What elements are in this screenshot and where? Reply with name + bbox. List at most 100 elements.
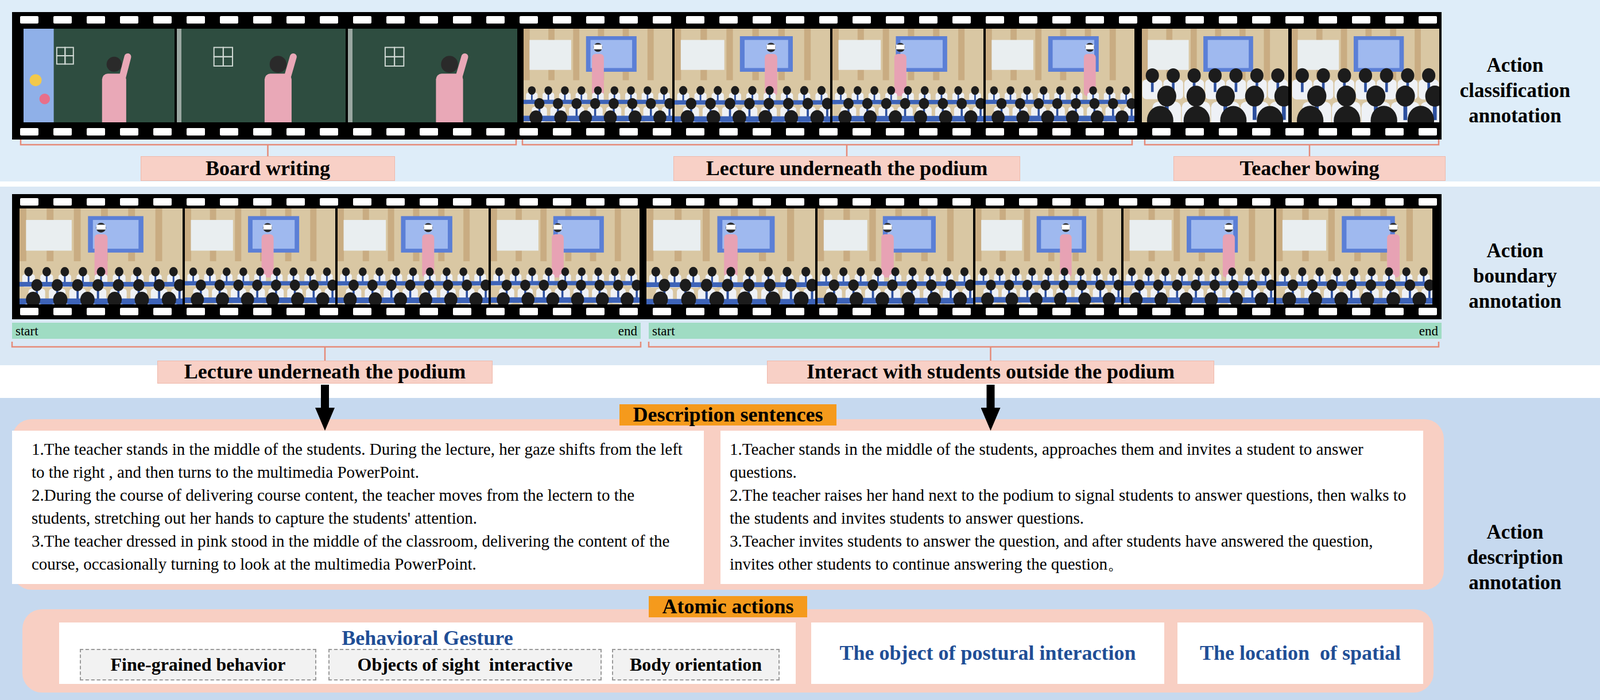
film-perforation: [119, 307, 139, 316]
screen-content: [744, 40, 789, 69]
student-body: [837, 273, 850, 286]
student-tie: [1164, 104, 1169, 120]
segment-bracket: [12, 341, 641, 361]
film-perforation: [1118, 128, 1138, 136]
film-perforation: [1318, 307, 1338, 316]
teacher-body: [591, 53, 604, 96]
film-perforation: [852, 128, 871, 136]
curtain: [1141, 28, 1149, 81]
student-tie: [1281, 104, 1286, 120]
student-tie: [1248, 274, 1250, 282]
student-body: [237, 303, 258, 305]
student-tie: [514, 274, 517, 282]
film-perforation: [885, 307, 905, 316]
student-body: [950, 303, 971, 305]
student-head: [1424, 279, 1433, 291]
face-mask: [882, 224, 892, 230]
student-head: [222, 267, 231, 277]
student-body: [525, 121, 546, 123]
whiteboard: [1147, 40, 1189, 71]
student-tie: [579, 289, 583, 298]
student-tie: [767, 108, 770, 118]
student-head: [343, 292, 357, 305]
film-perforation: [119, 198, 139, 206]
face-mask: [1085, 44, 1095, 50]
film-perforation: [419, 198, 439, 206]
curtain: [128, 208, 135, 262]
screen-content: [1207, 40, 1249, 69]
teacher-body: [1059, 234, 1072, 278]
student-body: [826, 288, 843, 305]
student-body: [780, 274, 794, 288]
student-tie: [199, 289, 203, 298]
student-head: [996, 267, 1004, 277]
video-frame: [1291, 28, 1440, 123]
student-head: [272, 267, 281, 277]
film-perforation: [353, 307, 372, 316]
student-body: [1037, 288, 1053, 304]
student-head: [643, 86, 652, 95]
student-body: [1126, 303, 1147, 305]
student-body: [1226, 273, 1238, 286]
student-head: [901, 292, 916, 305]
action-label: Lecture underneath the podium: [673, 156, 1021, 181]
student-head: [862, 98, 873, 110]
teacher-body: [723, 234, 738, 278]
film-perforation: [519, 16, 538, 24]
student-tie: [479, 274, 482, 282]
student-body: [187, 303, 208, 305]
student-tie: [1037, 107, 1041, 116]
student-head: [1144, 267, 1153, 277]
student-tie: [787, 108, 790, 118]
film-perforation: [919, 198, 938, 206]
student-body: [885, 121, 906, 123]
curtain: [234, 208, 242, 262]
student-body: [1323, 288, 1340, 305]
student-tie: [717, 94, 719, 101]
teacher-arm: [286, 56, 294, 81]
curtain: [310, 208, 317, 262]
student-body: [365, 303, 386, 305]
student-tie: [446, 274, 448, 282]
student-tie: [218, 289, 222, 298]
student-tie: [598, 289, 602, 298]
curtain: [590, 208, 597, 262]
student-body: [1120, 93, 1133, 105]
student-head: [939, 110, 953, 123]
student-body: [973, 106, 984, 123]
segment-bracket: [20, 139, 517, 157]
student-tie: [866, 107, 869, 116]
student-head: [78, 266, 88, 277]
film-perforation: [919, 307, 938, 316]
teacher-body: [421, 234, 435, 278]
student-tie: [428, 289, 431, 298]
student-tie: [872, 289, 875, 299]
student-head: [713, 86, 722, 96]
student-head: [744, 97, 755, 110]
film-perforation: [719, 198, 738, 206]
desk-row: [817, 281, 974, 286]
film-perforation: [952, 307, 971, 316]
teacher-head: [1224, 223, 1234, 233]
student-body: [493, 303, 513, 305]
student-body: [1002, 303, 1022, 305]
student-head: [975, 98, 984, 110]
student-head: [784, 110, 798, 123]
curtain: [975, 208, 982, 262]
student-body: [1026, 303, 1046, 305]
student-head: [161, 291, 177, 305]
film-perforation: [1418, 307, 1437, 316]
student-head: [956, 98, 967, 110]
student-head: [590, 98, 601, 110]
student-head: [308, 279, 319, 292]
face-mask: [553, 224, 563, 230]
student-tie: [1213, 289, 1216, 298]
student-body: [1107, 273, 1119, 286]
student-tie: [1311, 289, 1314, 299]
student-tie: [711, 275, 714, 283]
student-tie: [1157, 289, 1160, 298]
student-head: [1014, 98, 1026, 110]
student-body: [935, 106, 951, 123]
student-tie: [894, 275, 897, 282]
student-tie: [957, 94, 960, 101]
